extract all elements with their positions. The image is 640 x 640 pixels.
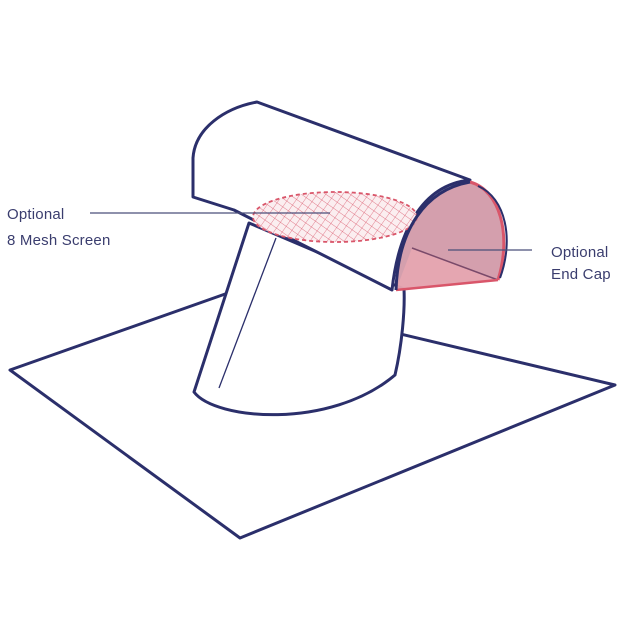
cap-label-line2: End Cap	[551, 266, 611, 283]
screen-label-line1: Optional	[7, 206, 64, 223]
cap-label-line1: Optional	[551, 244, 608, 261]
mesh-screen	[252, 191, 418, 243]
neck-seam-line	[218, 237, 277, 389]
base-flashing-plate	[8, 291, 617, 540]
screen-label-line2: 8 Mesh Screen	[7, 232, 110, 249]
end-cap	[394, 180, 508, 292]
